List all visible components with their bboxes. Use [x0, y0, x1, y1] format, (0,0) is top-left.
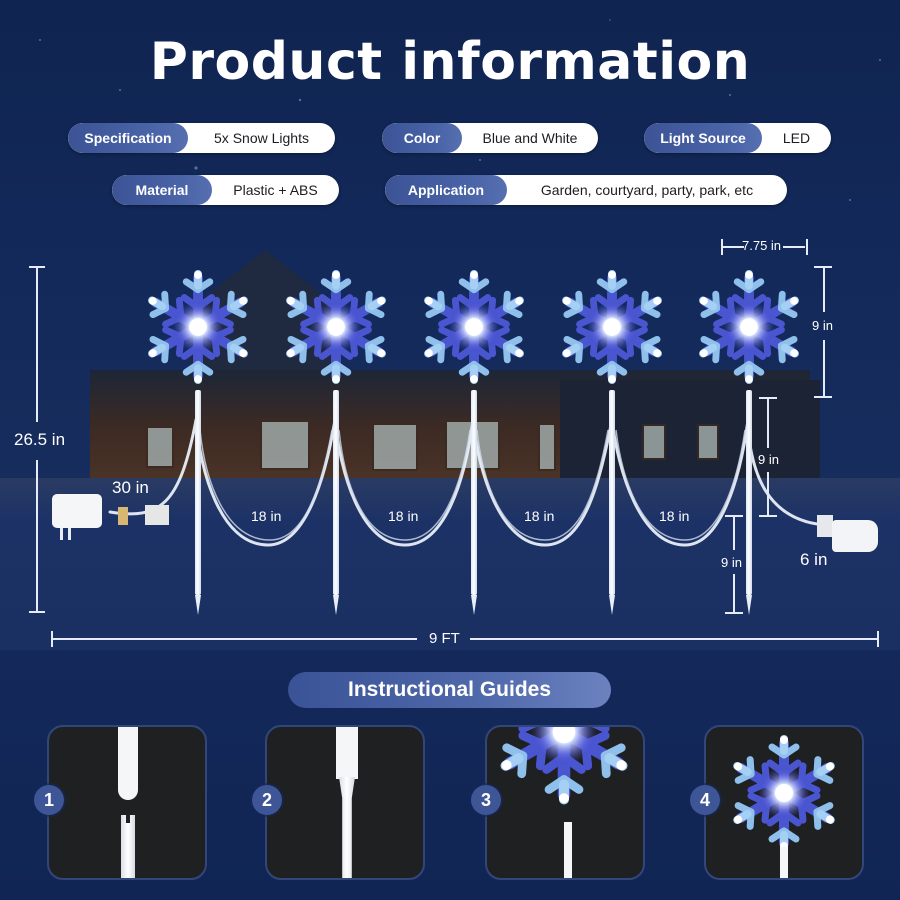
dimension-cap: [814, 266, 832, 268]
house-window: [642, 424, 666, 460]
end-socket-icon: [832, 520, 878, 552]
spec-value: Garden, courtyard, party, park, etc: [540, 182, 754, 198]
stake-lower-label: 9 in: [721, 555, 742, 570]
connector-slot: [126, 815, 130, 823]
spec-label: Light Source: [644, 123, 762, 153]
stake: [471, 390, 477, 615]
house-window: [260, 420, 310, 470]
spec-label: Color: [382, 123, 462, 153]
total-height-label: 26.5 in: [14, 430, 66, 449]
stake-lower-line: [733, 516, 735, 550]
spec-pill-color: Color Blue and White: [382, 123, 598, 153]
guide-card-4: [704, 725, 864, 880]
house-window: [372, 423, 418, 471]
house-window: [146, 426, 174, 468]
plug-prong: [68, 528, 71, 540]
snowflake-height-line: [823, 267, 825, 312]
snowflake-height-line: [823, 340, 825, 396]
end-connector-tag: [817, 515, 833, 537]
dimension-cap: [877, 631, 879, 647]
stake-icon: [780, 847, 788, 878]
stake-connector-icon: [121, 815, 135, 878]
stake-lower-line: [733, 574, 735, 612]
stake-joined-icon: [339, 777, 355, 878]
height-dimension-line: [36, 460, 38, 612]
dimension-cap: [759, 515, 777, 517]
stake-upper-line: [767, 398, 769, 448]
spacing-label: 18 in: [251, 508, 282, 524]
snowflake-light-icon: [277, 268, 395, 386]
snowflake-width-label: 7.75 in: [742, 238, 782, 253]
spec-pill-specification: Specification 5x Snow Lights: [68, 123, 335, 153]
total-length-line: [52, 638, 417, 640]
height-dimension-line: [36, 267, 38, 422]
spacing-label: 18 in: [524, 508, 555, 524]
total-length-line: [470, 638, 878, 640]
dimension-cap: [725, 515, 743, 517]
stake-top-icon: [336, 727, 358, 779]
snowflake-light-icon: [139, 268, 257, 386]
step-badge-3: 3: [471, 785, 501, 815]
spec-pill-application: Application Garden, courtyard, party, pa…: [385, 175, 787, 205]
power-adapter-icon: [52, 494, 102, 528]
guide-card-1: [47, 725, 207, 880]
spec-value: Blue and White: [482, 130, 578, 146]
house-window: [697, 424, 719, 460]
dimension-cap: [725, 612, 743, 614]
spec-label: Material: [112, 175, 212, 205]
snowflake-light-icon: [690, 268, 808, 386]
cable-label-tag: [145, 505, 169, 525]
stake: [333, 390, 339, 615]
stake: [195, 390, 201, 615]
starfield-decoration: [39, 19, 881, 201]
guides-title: Instructional Guides: [288, 672, 611, 708]
stake-upper-line: [767, 472, 769, 515]
guide-card-3: [485, 725, 645, 880]
dimension-cap: [51, 631, 53, 647]
step-badge-1: 1: [34, 785, 64, 815]
cable-tag: [118, 507, 128, 525]
width-dimension-line: [783, 246, 805, 248]
spec-label: Specification: [68, 123, 188, 153]
snowflake-assembled-icon: [724, 733, 844, 853]
step-badge-2: 2: [252, 785, 282, 815]
total-length-label: 9 FT: [429, 630, 460, 647]
dimension-cap: [29, 611, 45, 613]
dimension-cap: [721, 239, 723, 255]
spec-value: Plastic + ABS: [233, 182, 318, 198]
spec-pill-light-source: Light Source LED: [644, 123, 831, 153]
spacing-label: 18 in: [659, 508, 690, 524]
stake-top-icon: [118, 727, 138, 800]
guide-card-2: [265, 725, 425, 880]
stake-upper-label: 9 in: [758, 452, 779, 467]
spec-pill-material: Material Plastic + ABS: [112, 175, 339, 205]
snowflake-height-label: 9 in: [812, 318, 833, 333]
stake: [609, 390, 615, 615]
snowflake-light-icon: [415, 268, 533, 386]
step-badge-4: 4: [690, 785, 720, 815]
snowflake-light-icon: [553, 268, 671, 386]
dimension-cap: [814, 396, 832, 398]
end-cable-label: 6 in: [800, 550, 828, 569]
dimension-cap: [759, 397, 777, 399]
spacing-label: 18 in: [388, 508, 419, 524]
spec-label: Application: [385, 175, 507, 205]
dimension-cap: [806, 239, 808, 255]
plug-prong: [60, 528, 63, 540]
spec-value: 5x Snow Lights: [214, 130, 309, 146]
page-title: Product information: [149, 32, 751, 92]
house-window: [538, 423, 556, 471]
lead-cable-label: 30 in: [112, 478, 149, 497]
stake-icon: [564, 822, 572, 878]
dimension-cap: [29, 266, 45, 268]
stake: [746, 390, 752, 615]
snowflake-attach-icon: [489, 725, 639, 807]
width-dimension-line: [722, 246, 744, 248]
spec-value: LED: [782, 130, 811, 146]
